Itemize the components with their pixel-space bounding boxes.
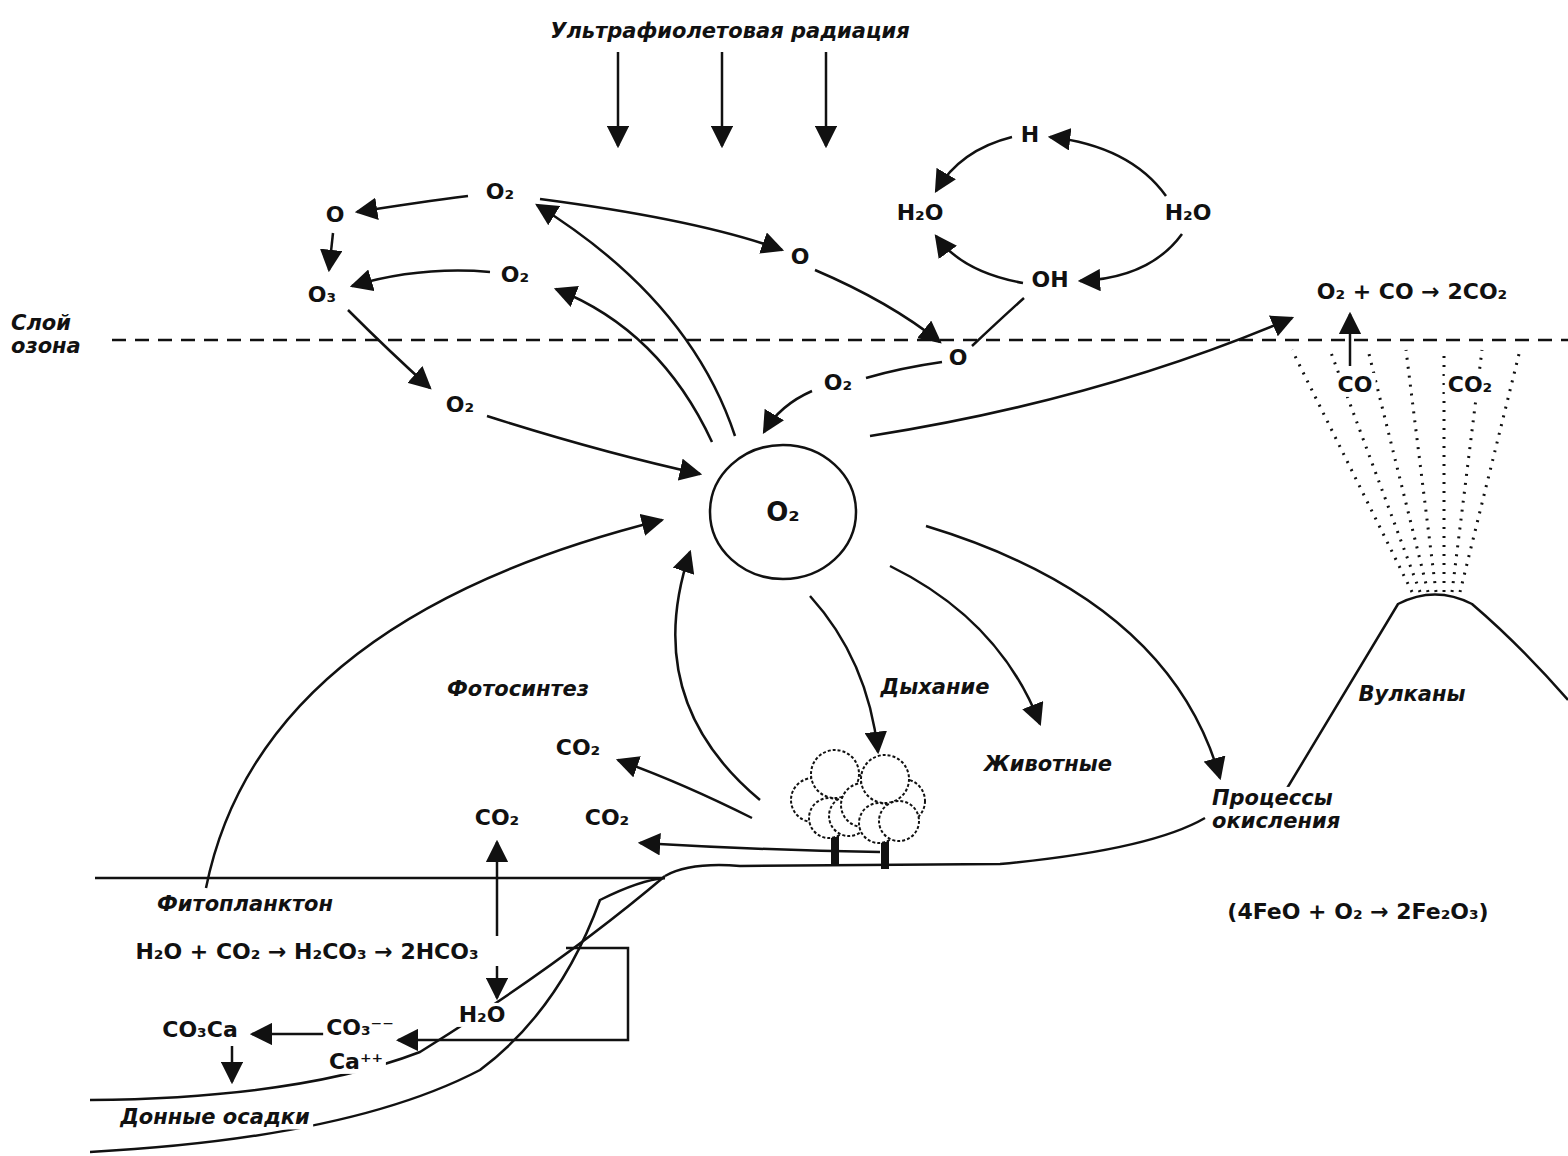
caption-label: Дыхание <box>878 676 993 699</box>
caption-label: Фотосинтез <box>444 678 592 701</box>
formula-label: CO₃⁻⁻ <box>323 1016 397 1040</box>
flow-arrow <box>890 566 1040 724</box>
caption-label: Ультрафиолетовая радиация <box>547 20 913 43</box>
formula-label: O₂ <box>443 393 477 417</box>
node-label: O₂ <box>766 497 800 527</box>
caption-label: Вулканы <box>1356 683 1469 706</box>
volcanic-gas <box>1330 350 1420 592</box>
formula-label: H₂O <box>894 201 947 225</box>
formula-label: O₂ <box>821 371 855 395</box>
flow-arrow <box>252 1033 328 1036</box>
flow-arrow <box>764 391 812 432</box>
formula-label: O₂ + CO → 2CO₂ <box>1314 280 1510 304</box>
flow-arrow <box>357 196 468 212</box>
formula-label: CO₂ <box>582 806 632 830</box>
terrain-line <box>1280 595 1568 801</box>
flow-arrow <box>487 416 700 474</box>
formula-label: O₃ <box>305 283 339 307</box>
uv-arrow <box>721 52 724 146</box>
caption-label: Слой озона <box>8 312 96 358</box>
flow-arrow <box>618 760 752 818</box>
flow-arrow <box>936 137 1012 191</box>
terrain-line <box>90 878 665 1152</box>
flow-arrow <box>206 520 662 888</box>
flow-arrow <box>352 271 490 286</box>
flow-arrow <box>810 596 878 752</box>
flow-arrow <box>329 233 333 270</box>
formula-label: CO₃Ca <box>159 1018 240 1042</box>
flow-arrow <box>972 298 1024 346</box>
tree-crown <box>879 801 919 841</box>
formula-label: O₂ <box>483 180 517 204</box>
formula-label: O₂ <box>498 263 532 287</box>
formula-label: Ca⁺⁺ <box>326 1050 386 1074</box>
formula-label: CO₂ <box>472 806 522 830</box>
uv-arrow <box>617 52 620 146</box>
volcanic-gas <box>1368 350 1428 592</box>
formula-label: (4FeO + O₂ → 2Fe₂O₃) <box>1224 900 1491 924</box>
uv-arrow <box>825 52 828 146</box>
flow-arrow <box>496 966 499 998</box>
formula-label: O <box>788 245 813 269</box>
caption-label: Донные осадки <box>117 1106 313 1129</box>
flow-arrow <box>496 842 499 936</box>
caption-label: Животные <box>981 753 1115 776</box>
flow-arrow <box>815 270 940 342</box>
flow-arrow <box>866 362 942 378</box>
flow-arrow <box>537 205 735 436</box>
formula-label: H <box>1018 123 1042 147</box>
terrain-line <box>95 877 665 880</box>
oxygen-pool-circle: O₂ <box>708 443 858 581</box>
flow-arrow <box>1050 137 1166 196</box>
formula-label: OH <box>1028 268 1071 292</box>
terrain-line <box>90 876 665 1100</box>
flow-arrow <box>640 843 880 852</box>
flow-arrow <box>1349 314 1352 366</box>
flow-arrow <box>231 1046 234 1082</box>
formula-label: H₂O <box>1162 201 1215 225</box>
formula-label: O <box>946 346 971 370</box>
formula-label: H₂O + CO₂ → H₂CO₃ → 2HCO₃ <box>132 940 481 964</box>
flow-arrow <box>870 318 1292 436</box>
formula-label: CO₂ <box>553 736 603 760</box>
flow-arrow <box>1080 234 1182 281</box>
flow-arrow <box>675 552 760 800</box>
flow-arrow <box>556 289 712 442</box>
tree-crown <box>861 755 909 803</box>
flow-arrow <box>926 526 1220 778</box>
formula-label: H₂O <box>456 1003 509 1027</box>
caption-label: Процессы окисления <box>1209 787 1375 833</box>
volcanic-gas <box>1292 350 1412 592</box>
flow-arrow <box>348 310 430 388</box>
flow-arrow <box>540 199 782 250</box>
formula-label: CO₂ <box>1445 373 1495 397</box>
caption-label: Фитопланктон <box>154 893 336 916</box>
trees <box>791 750 925 869</box>
flow-arrow <box>936 236 1023 283</box>
formula-label: CO <box>1335 373 1376 397</box>
formula-label: O <box>323 203 348 227</box>
volcanic-gas <box>1406 350 1436 592</box>
